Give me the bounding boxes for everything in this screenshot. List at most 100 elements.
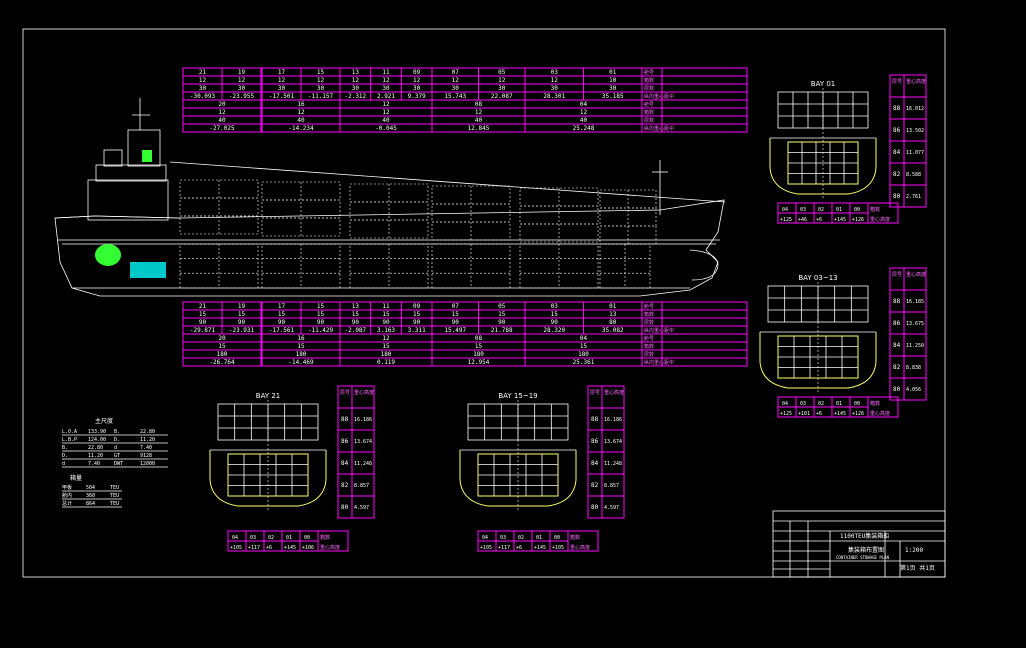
table-cell: 180 (217, 351, 228, 358)
table-legend: 箱数 (644, 343, 654, 350)
bottom-stowage-table: 211590-29.871191590-23.931171590-17.5611… (182, 301, 748, 367)
bay-count-row: 01 (836, 401, 842, 407)
bay-count-head: 重心高度 (320, 544, 340, 551)
notes-cell: 12000 (140, 461, 155, 467)
table-cell: -11.157 (308, 93, 334, 100)
notes-cell: 7.40 (140, 445, 152, 451)
notes-cell: 总计 (62, 500, 72, 507)
bay-vcg: 4.056 (906, 387, 921, 393)
table-cell: 12 (580, 109, 588, 116)
notes-cell: TEU (110, 485, 119, 491)
bay-count-row: 04 (232, 535, 238, 541)
table-cell: 15 (352, 311, 360, 318)
bay-count-row: 00 (554, 535, 560, 541)
table-cell: 25.361 (573, 359, 595, 366)
table-cell: 12 (199, 77, 207, 84)
table-cell: 19 (238, 69, 246, 76)
notes-cell: TEU (110, 493, 119, 499)
bay-title: BAY 03~13 (798, 274, 837, 282)
table-legend: 层数 (644, 351, 654, 358)
table-legend: 纵向重心距中 (644, 327, 674, 334)
bay-vcg: 16.185 (906, 299, 924, 305)
bay-count-row: +105 (552, 545, 564, 551)
bay-count-row: +6 (516, 545, 522, 551)
bay-count-row: +125 (780, 411, 792, 417)
bay-count-row: +126 (852, 411, 864, 417)
table-cell: 21 (199, 69, 207, 76)
notes-cell: 11.20 (140, 437, 155, 443)
bay-vcg: 4.597 (604, 505, 619, 511)
table-legend: 舱号 (644, 303, 654, 310)
table-cell: 01 (609, 69, 617, 76)
table-cell: 16 (297, 335, 305, 342)
bay-level: 80 (341, 504, 349, 511)
bay-count-row: 00 (304, 535, 310, 541)
bay-level: 80 (893, 386, 901, 393)
table-cell: 12 (278, 77, 286, 84)
table-cell: -30.093 (190, 93, 216, 100)
table-cell: 0.119 (377, 359, 395, 366)
table-cell: 12 (297, 109, 305, 116)
table-cell: 12 (317, 77, 325, 84)
table-cell: 40 (218, 117, 226, 124)
table-cell: 09 (413, 303, 421, 310)
bay-count-row: 02 (268, 535, 274, 541)
bay-count-row: 04 (782, 207, 788, 213)
table-cell: 180 (296, 351, 307, 358)
table-cell: 15 (199, 311, 207, 318)
table-cell: -29.871 (190, 327, 216, 334)
table-cell: -23.955 (229, 93, 255, 100)
table-cell: 05 (498, 69, 506, 76)
table-cell: 12 (352, 77, 360, 84)
bay-count-head: 箱数 (570, 534, 580, 541)
table-cell: 15 (580, 343, 588, 350)
table-cell: 13 (609, 311, 617, 318)
hold-container-block (261, 243, 341, 289)
bay-count-row: +145 (834, 411, 846, 417)
bay-level: 86 (591, 438, 599, 445)
table-cell: 90 (452, 319, 460, 326)
bay-level: 84 (591, 460, 599, 467)
table-cell: 12 (475, 109, 483, 116)
notes-cell: 124.00 (88, 437, 106, 443)
bay-count-head: 重心高度 (570, 544, 590, 551)
bay-level: 86 (893, 320, 901, 327)
table-cell: 30 (382, 85, 390, 92)
bay-level: 88 (893, 105, 901, 112)
table-cell: 07 (452, 303, 460, 310)
hold-container-block (349, 243, 429, 289)
table-cell: 05 (498, 303, 506, 310)
bay-count-row: 00 (854, 401, 860, 407)
table-cell: 30 (199, 85, 207, 92)
table-legend: 舱号 (644, 101, 654, 108)
table-cell: 90 (278, 319, 286, 326)
bay-count-row: +145 (834, 217, 846, 223)
bay-count-row: 01 (536, 535, 542, 541)
hold-container-block (431, 243, 511, 289)
table-legend: 箱数 (644, 311, 654, 318)
table-legend: 纵向重心距中 (644, 93, 674, 100)
table-cell: 90 (413, 319, 421, 326)
bay-level: 88 (893, 298, 901, 305)
bay-vcg: 11.077 (906, 150, 924, 156)
bulbous-bow (689, 249, 719, 281)
title-project: 1100TEU集装箱船 (840, 532, 889, 540)
notes-cell: D. (114, 437, 120, 443)
bay-table-head: 重心高度 (604, 389, 624, 396)
table-cell: 19 (238, 303, 246, 310)
table-cell: 40 (297, 117, 305, 124)
table-cell: 12 (382, 101, 390, 108)
bay-count-row: +145 (534, 545, 546, 551)
table-cell: 15 (317, 69, 325, 76)
table-cell: 180 (381, 351, 392, 358)
bay-count-head: 重心高度 (870, 216, 890, 223)
table-cell: 15 (317, 303, 325, 310)
table-cell: 3.163 (377, 327, 395, 334)
table-cell: 15.497 (444, 327, 466, 334)
table-cell: -27.025 (209, 125, 235, 132)
bay-vcg: 4.597 (354, 505, 369, 511)
bay-title: BAY 15~19 (498, 392, 537, 400)
table-legend: 纵向重心距中 (644, 359, 674, 366)
bay-vcg: 16.012 (906, 106, 924, 112)
bay-level: 84 (893, 149, 901, 156)
